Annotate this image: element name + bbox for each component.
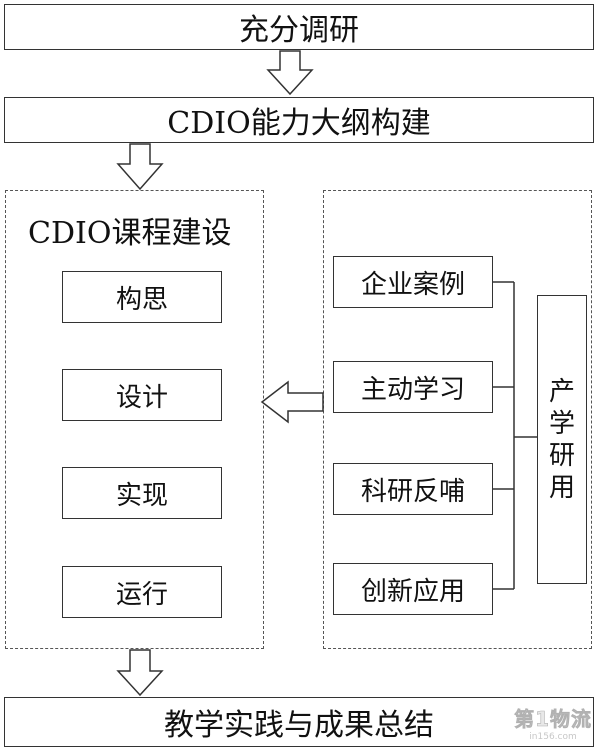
bracket-connector — [493, 281, 537, 590]
cooperation-item-label: 主动学习 — [360, 374, 465, 405]
vertical-label-char: 产 — [548, 376, 575, 407]
course-item-label: 运行 — [115, 579, 168, 610]
course-construction-title: CDIO课程建设 — [28, 216, 232, 251]
course-construction-group — [5, 190, 264, 649]
final-summary-box: 教学实践与成果总结 — [4, 697, 594, 747]
down-arrow-icon — [116, 143, 164, 191]
step-cdio-outline-box: CDIO能力大纲构建 — [4, 97, 594, 143]
cooperation-item-active-learning: 主动学习 — [333, 361, 493, 413]
cooperation-group — [323, 190, 592, 649]
vertical-label-char: 研 — [548, 440, 575, 471]
final-summary-label: 教学实践与成果总结 — [164, 708, 434, 743]
step-research-box: 充分调研 — [4, 4, 594, 50]
down-arrow-icon — [266, 50, 314, 96]
watermark-main-text: 第1物流 — [514, 707, 592, 732]
cooperation-item-label: 创新应用 — [360, 576, 465, 607]
step-research-label: 充分调研 — [239, 13, 359, 48]
course-item-implement: 实现 — [62, 467, 222, 519]
cooperation-item-label: 科研反哺 — [360, 476, 465, 507]
cooperation-item-enterprise-cases: 企业案例 — [333, 256, 493, 308]
watermark-logo: 第1物流 in156.com — [514, 703, 592, 742]
step-cdio-outline-label: CDIO能力大纲构建 — [167, 106, 431, 141]
cooperation-item-research-feedback: 科研反哺 — [333, 463, 493, 515]
course-item-conceive: 构思 — [62, 271, 222, 323]
course-item-label: 构思 — [115, 284, 168, 315]
down-arrow-icon — [116, 649, 164, 697]
industry-academia-research-box: 产 学 研 用 — [537, 295, 587, 584]
vertical-label-char: 学 — [548, 408, 575, 439]
course-item-operate: 运行 — [62, 566, 222, 618]
course-item-label: 设计 — [115, 382, 168, 413]
cooperation-item-label: 企业案例 — [360, 269, 465, 300]
cooperation-item-innovation-application: 创新应用 — [333, 563, 493, 615]
watermark-sub-text: in156.com — [529, 732, 577, 742]
course-item-design: 设计 — [62, 369, 222, 421]
left-arrow-icon — [260, 380, 324, 424]
vertical-label-char: 用 — [548, 472, 575, 503]
course-item-label: 实现 — [115, 480, 168, 511]
